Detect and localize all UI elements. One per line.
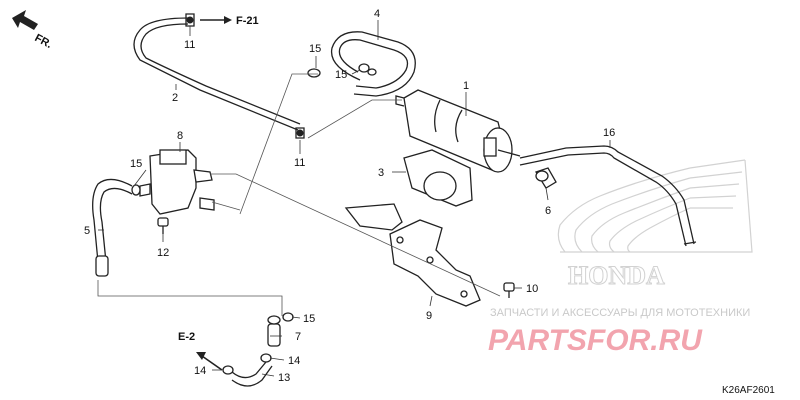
callout-9: 9 bbox=[426, 310, 432, 322]
part-10-bolt bbox=[503, 282, 515, 298]
e2-arrow bbox=[201, 355, 223, 371]
callout-15-upper: 15 bbox=[335, 69, 347, 81]
clamp-15-upper bbox=[358, 63, 377, 76]
part-16-pipe bbox=[519, 145, 697, 247]
part-8-solenoid-valve bbox=[139, 149, 215, 215]
callout-8: 8 bbox=[177, 130, 183, 142]
part-9-bracket bbox=[344, 203, 481, 307]
callout-6: 6 bbox=[545, 205, 551, 217]
callout-14-right: 14 bbox=[288, 355, 300, 367]
callout-13: 13 bbox=[278, 372, 290, 384]
honda-wing-logo: HONDA bbox=[557, 159, 753, 291]
callout-10: 10 bbox=[526, 283, 538, 295]
part-13-hose bbox=[231, 361, 273, 387]
e2-arrowhead bbox=[196, 352, 206, 360]
fr-label: FR. bbox=[33, 32, 54, 51]
callout-11-top: 11 bbox=[184, 39, 195, 51]
ref-e2: E-2 bbox=[178, 331, 195, 343]
clamp-14-left bbox=[222, 365, 234, 375]
clamp-11-top bbox=[185, 13, 195, 27]
callout-12: 12 bbox=[157, 247, 169, 259]
f21-arrowhead bbox=[224, 16, 232, 24]
clamp-15-lower bbox=[282, 312, 294, 322]
part-4-hose bbox=[330, 31, 416, 97]
callout-1: 1 bbox=[463, 80, 469, 92]
leader-lines bbox=[98, 20, 611, 377]
part-2-hose bbox=[133, 17, 301, 131]
callout-3: 3 bbox=[378, 167, 384, 179]
callout-11-mid: 11 bbox=[294, 157, 305, 169]
honda-logo-text: HONDA bbox=[568, 261, 665, 290]
part-3-holder bbox=[403, 149, 473, 207]
part-5-hose bbox=[92, 178, 133, 277]
part-6-joint bbox=[535, 167, 557, 189]
callout-15-valve: 15 bbox=[130, 158, 142, 170]
ref-f21: F-21 bbox=[236, 15, 259, 27]
callout-4: 4 bbox=[374, 8, 380, 20]
part-7-joint bbox=[267, 315, 281, 347]
watermark-tagline: ЗАПЧАСТИ И АКСЕССУАРЫ ДЛЯ МОТОТЕХНИКИ bbox=[490, 307, 750, 319]
callout-15-left: 15 bbox=[309, 43, 321, 55]
callout-5: 5 bbox=[84, 225, 90, 237]
fr-orientation-arrow: FR. bbox=[12, 10, 54, 51]
callout-16: 16 bbox=[603, 127, 615, 139]
drawing-code: K26AF2601 bbox=[722, 385, 775, 396]
clamp-14-right bbox=[260, 353, 272, 363]
callout-15-lower: 15 bbox=[303, 313, 315, 325]
part-12-bolt bbox=[157, 217, 169, 234]
clamp-15-valve bbox=[131, 184, 141, 196]
clamp-11-mid bbox=[295, 127, 305, 139]
callout-2: 2 bbox=[172, 92, 178, 104]
callout-7: 7 bbox=[295, 331, 301, 343]
callout-14-left: 14 bbox=[194, 365, 206, 377]
watermark-brand: PARTSFOR.RU bbox=[488, 324, 703, 357]
connection-lines bbox=[97, 73, 501, 316]
clamp-15-left bbox=[307, 68, 321, 78]
